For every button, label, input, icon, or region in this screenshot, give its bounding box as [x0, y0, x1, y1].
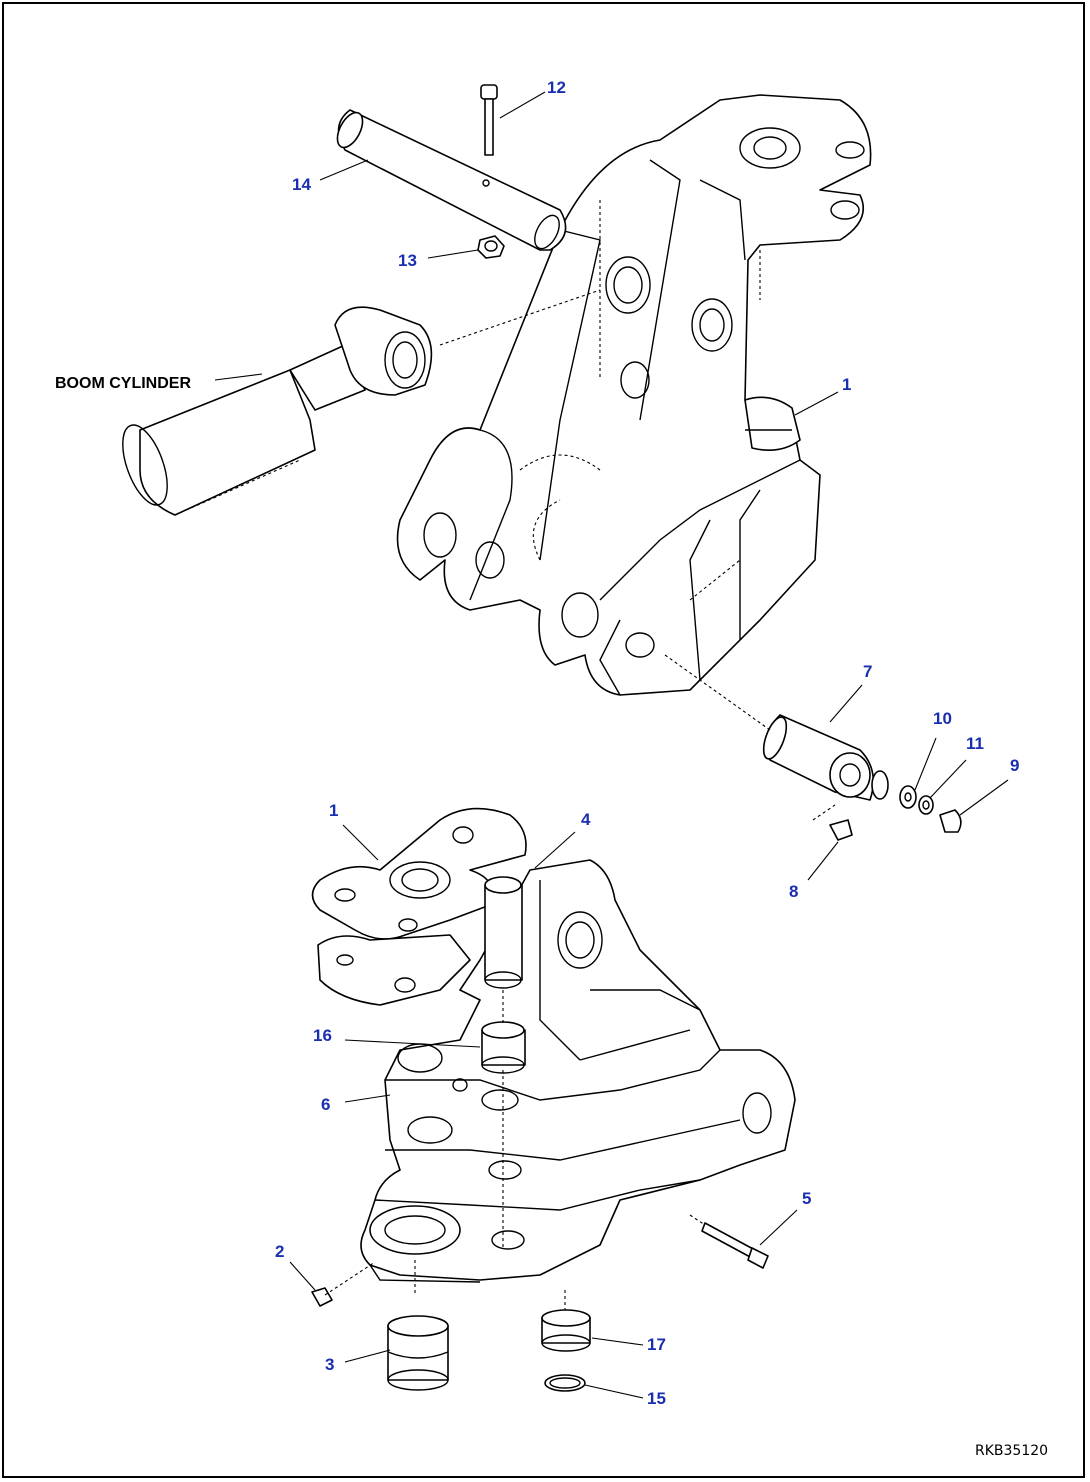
boom-cylinder: [122, 306, 433, 516]
bushing-17: [541, 1309, 591, 1352]
swing-bracket: [311, 807, 796, 1310]
callout-7: 7: [863, 662, 872, 681]
callout-16: 16: [313, 1026, 332, 1045]
bolt-12: [480, 84, 498, 156]
leader-lines: [214, 91, 1009, 1399]
bushing-3: [387, 1315, 449, 1391]
callout-4: 4: [581, 810, 591, 829]
callout-11: 11: [966, 734, 984, 753]
callout-2: 2: [275, 1242, 284, 1261]
callout-1-top: 1: [842, 375, 851, 394]
callout-15: 15: [647, 1389, 666, 1408]
callout-5: 5: [802, 1189, 811, 1208]
callout-6: 6: [321, 1095, 330, 1114]
ring-15: [544, 1374, 586, 1392]
pin-14: [336, 109, 567, 251]
pin-7-assembly: [762, 714, 962, 841]
callout-1-bottom: 1: [329, 801, 338, 820]
callout-17: 17: [647, 1335, 666, 1354]
boom-bracket: [396, 94, 872, 696]
callout-8: 8: [789, 882, 798, 901]
callout-10: 10: [933, 709, 952, 728]
callout-12: 12: [547, 78, 566, 97]
callout-3: 3: [325, 1355, 334, 1374]
boom-cylinder-label: BOOM CYLINDER: [55, 375, 191, 392]
nut-13: [477, 235, 505, 259]
callout-13: 13: [398, 251, 417, 270]
bolt-5: [701, 1222, 769, 1269]
reference-code: RKB35120: [975, 1443, 1048, 1459]
callout-14: 14: [292, 175, 311, 194]
callout-9: 9: [1010, 756, 1019, 775]
bolt-2: [311, 1287, 333, 1307]
